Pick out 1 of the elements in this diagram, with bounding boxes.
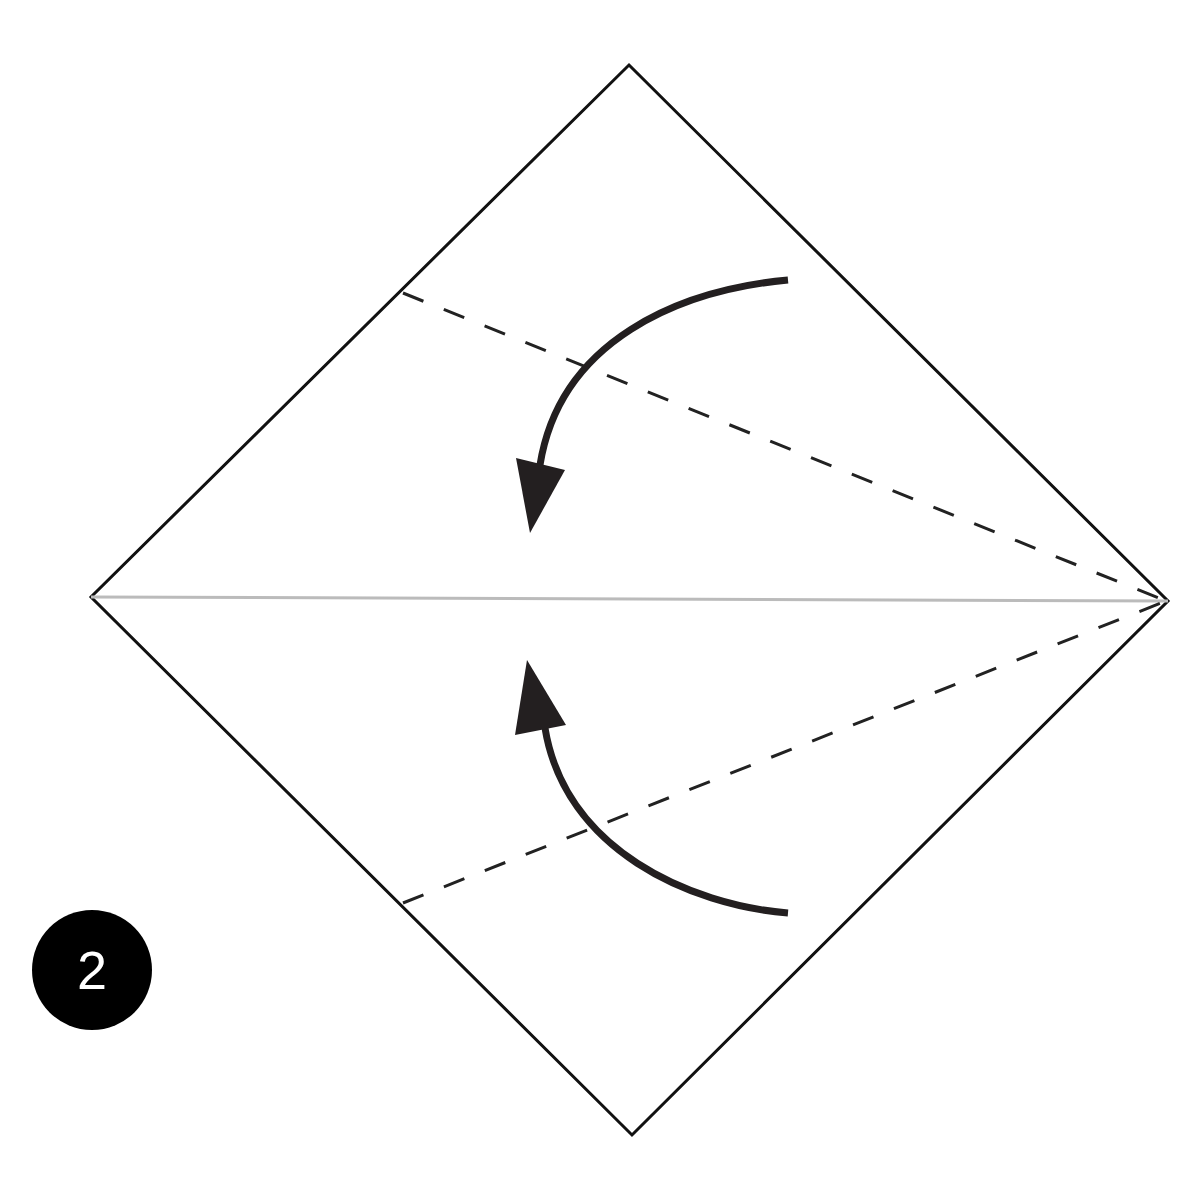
step-number-badge: 2 [32,910,152,1030]
